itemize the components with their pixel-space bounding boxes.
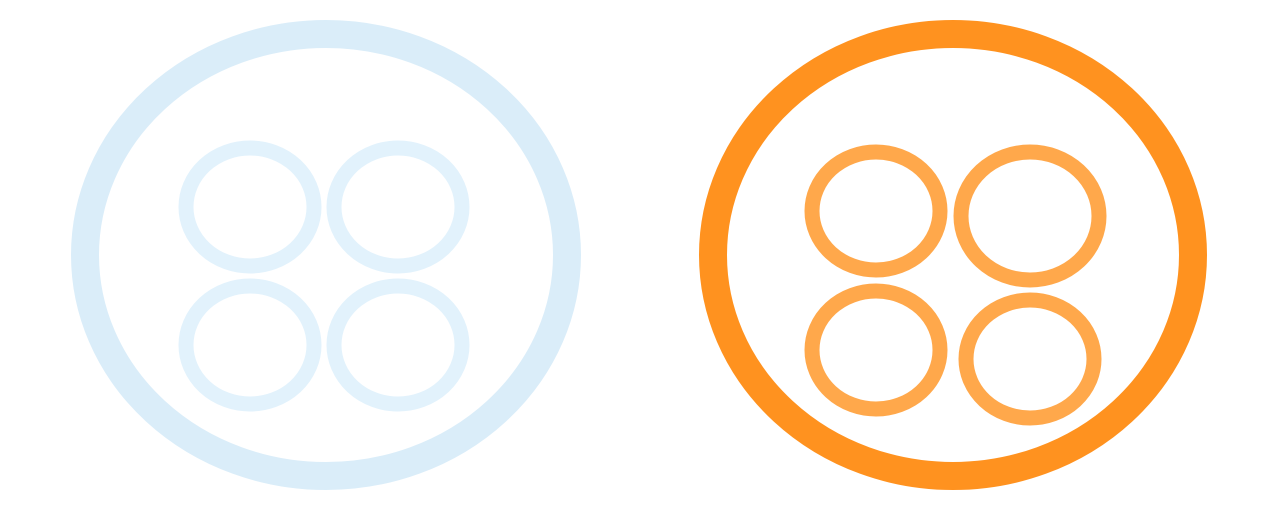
button-hole-icon	[804, 283, 948, 417]
button-hole-icon	[326, 140, 470, 274]
button-hole-icon	[326, 278, 470, 412]
button-hole-icon	[178, 278, 322, 412]
button-hole-icon	[804, 144, 948, 278]
button-rim-icon	[699, 20, 1207, 490]
button-icon-active[interactable]	[699, 20, 1207, 490]
button-rim-icon	[71, 20, 581, 490]
button-hole-icon	[958, 292, 1102, 426]
button-icon-inactive[interactable]	[71, 20, 581, 490]
button-hole-icon	[178, 140, 322, 274]
button-hole-icon	[953, 144, 1107, 288]
